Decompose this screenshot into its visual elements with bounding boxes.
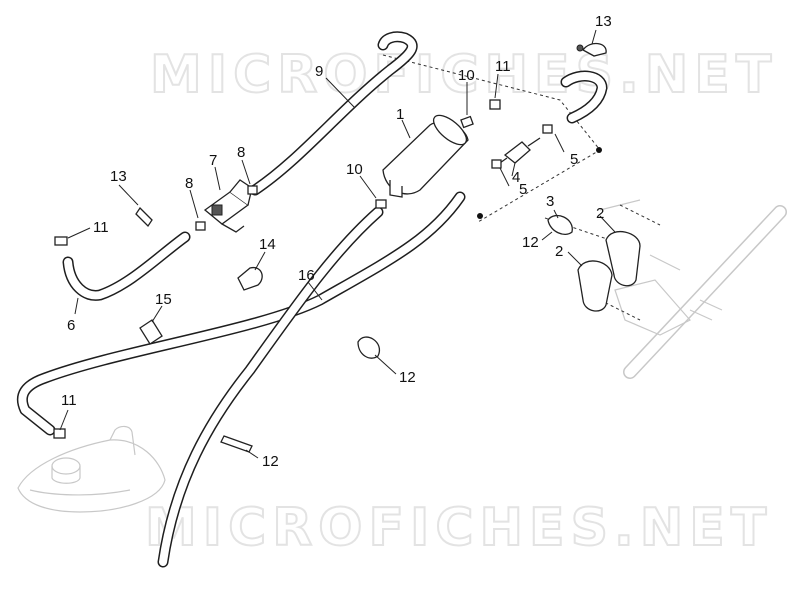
callout-10-mid: 10 — [346, 161, 363, 178]
callout-7: 7 — [209, 152, 217, 169]
carbon-canister — [382, 114, 469, 198]
callout-12-bottom: 12 — [262, 453, 279, 470]
ghost-fuel-tank — [17, 425, 166, 513]
callout-4: 4 — [512, 169, 520, 186]
leader-dot-1 — [596, 147, 602, 153]
callout-3: 3 — [546, 193, 554, 210]
callout-5-right: 5 — [570, 151, 578, 168]
callout-numbers: 13 9 10 11 1 7 8 13 8 5 10 4 5 11 3 2 12… — [61, 13, 612, 470]
callout-8-right: 8 — [237, 144, 245, 161]
callout-2-upper: 2 — [596, 205, 604, 222]
callout-13-left: 13 — [110, 168, 127, 185]
callout-6: 6 — [67, 317, 75, 334]
callout-5-mid: 5 — [519, 181, 527, 198]
callout-9: 9 — [315, 63, 323, 80]
callout-15: 15 — [155, 291, 172, 308]
holder-14 — [237, 266, 263, 291]
callout-13-top: 13 — [595, 13, 612, 30]
callout-14: 14 — [259, 236, 276, 253]
hose-16-lower — [157, 206, 384, 568]
clip-15 — [139, 319, 163, 345]
watermark-bottom: MICROFICHES.NET — [145, 498, 772, 558]
callout-10-top: 10 — [458, 67, 475, 84]
callout-1: 1 — [396, 106, 404, 123]
callout-11-top: 11 — [495, 58, 511, 75]
assembly-outline-filter — [382, 54, 601, 223]
hose-9 — [249, 31, 418, 196]
callout-11-bottom: 11 — [61, 392, 77, 409]
small-clips — [53, 99, 553, 439]
band-clamps — [577, 230, 641, 312]
leader-dot-2 — [477, 213, 483, 219]
hose-clamp-13 — [135, 42, 607, 228]
hose-16 — [16, 191, 466, 436]
solenoid-valve — [203, 179, 253, 233]
callout-16: 16 — [298, 267, 315, 284]
callout-2-lower: 2 — [555, 243, 563, 260]
callout-8-left: 8 — [185, 175, 193, 192]
hose-vent — [560, 70, 608, 124]
rings-12 — [220, 215, 573, 453]
callout-12-right: 12 — [522, 234, 539, 251]
hose-6 — [62, 231, 191, 301]
leader-lines — [59, 29, 616, 459]
callout-12-mid: 12 — [399, 369, 416, 386]
callout-11-left: 11 — [93, 219, 109, 236]
check-valve — [496, 137, 541, 166]
